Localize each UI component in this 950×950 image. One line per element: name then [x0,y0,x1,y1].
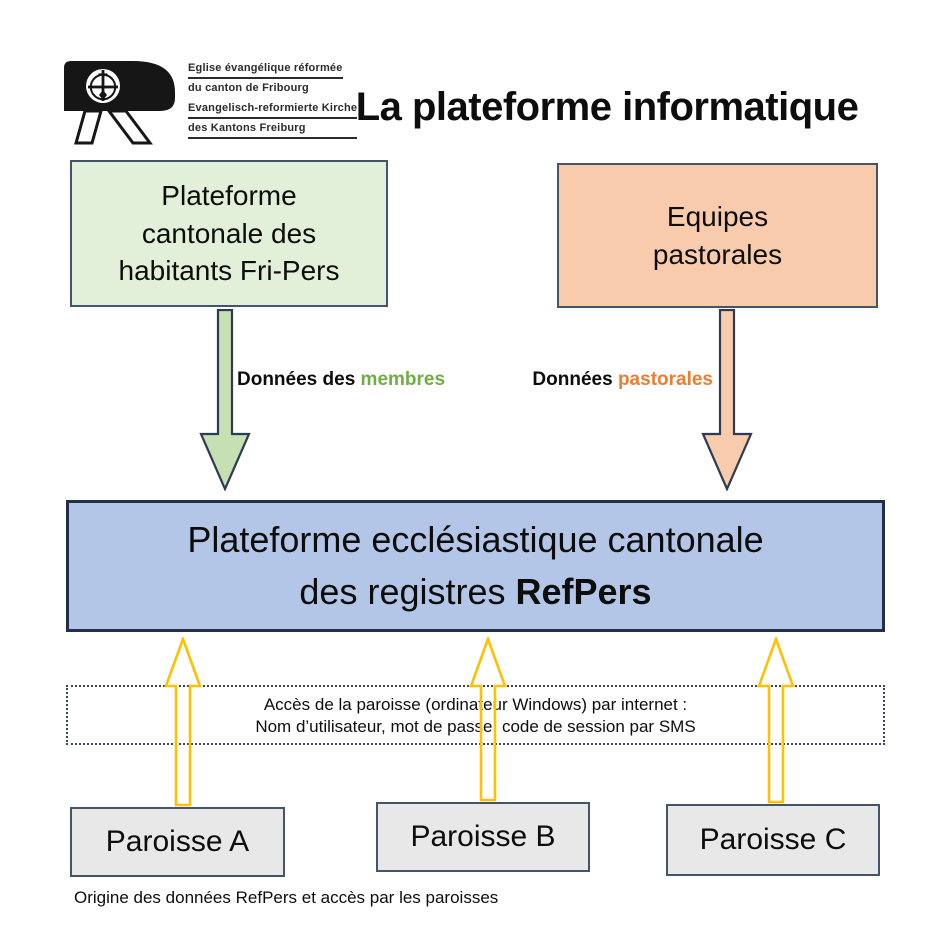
box-fripers-line1: Plateforme [161,180,297,212]
platform-line2-bold: RefPers [515,571,652,612]
box-fripers-line2: cantonale des [141,217,317,249]
box-equipes-pastorales: Equipes pastorales [557,163,878,308]
label-donnees-pastorales-prefix: Données [532,369,618,390]
box-paroisse-a-label: Paroisse A [105,825,250,858]
arrow-down-membres-icon [199,309,251,491]
org-fr-line2: du canton de Fribourg [188,82,309,94]
box-equipes-line1: Equipes [666,200,769,232]
arrow-up-paroisse-b-shape [469,637,507,802]
access-note-line1: Accès de la paroisse (ordinateur Windows… [263,694,688,714]
box-fripers: Plateforme cantonale des habitants Fri-P… [70,160,388,307]
org-de-line2: des Kantons Freiburg [188,123,358,139]
platform-line2-regular: des registres [299,571,516,612]
label-donnees-membres-prefix: Données des [237,369,361,390]
access-note-line2: Nom d’utilisateur, mot de passe, code de… [255,716,696,736]
page-title: La plateforme informatique [355,85,859,129]
box-equipes-line2: pastorales [652,238,783,270]
arrow-up-paroisse-c-shape [757,637,795,804]
box-paroisse-c: Paroisse C [666,804,880,876]
box-paroisse-c-label: Paroisse C [699,823,847,856]
arrow-down-membres-shape [199,309,251,491]
diagram-caption: Origine des données RefPers et accès par… [74,888,499,907]
cross-emblem-icon [86,69,120,103]
org-name-block: Eglise évangélique réformée du canton de… [188,63,358,139]
org-name-de: Evangelisch-reformierte Kirche des Kanto… [188,103,358,139]
arrow-down-pastorales-shape [701,309,753,491]
org-name-fr: Eglise évangélique réformée du canton de… [188,63,343,94]
label-donnees-membres: Données des membres [237,369,445,391]
label-donnees-membres-highlight: membres [360,369,446,390]
arrow-down-pastorales-icon [701,309,753,491]
arrow-up-paroisse-c-icon [757,637,795,804]
arrow-up-paroisse-a-shape [164,637,202,807]
box-paroisse-b-label: Paroisse B [410,820,556,853]
label-donnees-pastorales-highlight: pastorales [617,369,713,390]
box-paroisse-b: Paroisse B [376,802,590,872]
platform-line1: Plateforme ecclésiastique cantonale [187,518,764,560]
arrow-up-paroisse-b-icon [469,637,507,802]
access-note-box: Accès de la paroisse (ordinateur Windows… [66,685,885,745]
church-logo [64,61,175,145]
logo-r-leg [106,109,153,145]
box-refpers-platform: Plateforme ecclésiastique cantonale des … [66,500,885,632]
box-fripers-line3: habitants Fri-Pers [118,255,340,287]
platform-line2: des registres RefPers [299,566,651,618]
org-de-line1: Evangelisch-reformierte Kirche [188,103,358,119]
org-fr-line1: Eglise évangélique réformée [188,63,343,79]
box-paroisse-a: Paroisse A [70,807,285,877]
logo-r-stem [74,109,103,145]
label-donnees-pastorales: Données pastorales [0,369,713,391]
arrow-up-paroisse-a-icon [164,637,202,807]
